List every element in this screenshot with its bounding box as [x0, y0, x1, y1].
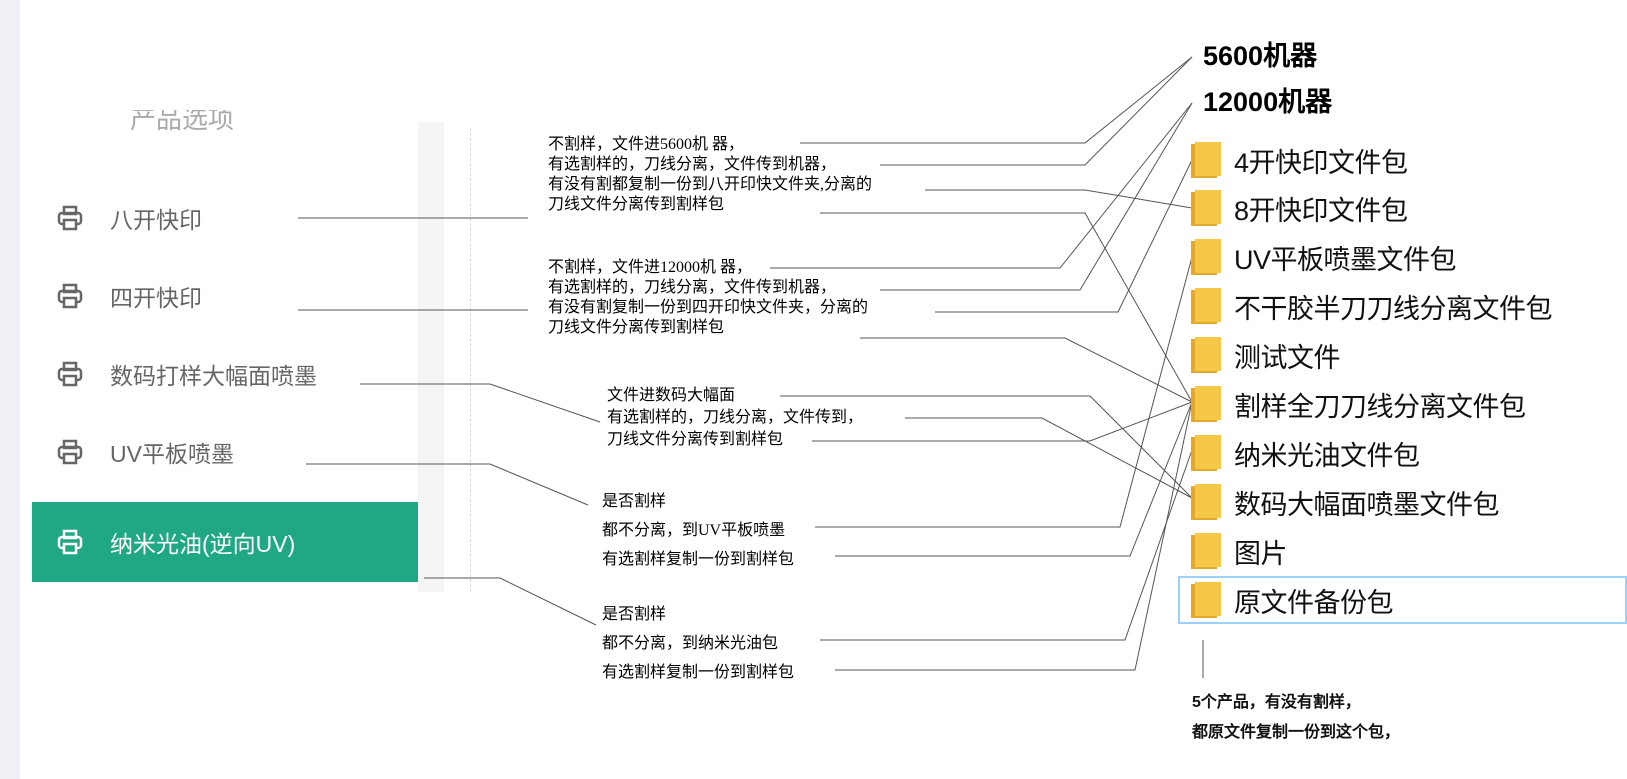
note-line: 都不分离，到UV平板喷墨	[602, 522, 786, 539]
connector-line	[880, 56, 1193, 166]
note-line: 不割样，文件进12000机 器，	[548, 259, 753, 276]
folder-icon	[1191, 142, 1221, 178]
folder-icon	[1191, 533, 1221, 569]
folder-icon	[1191, 337, 1221, 373]
menu-item-uv-flatbed[interactable]: UV平板喷墨	[32, 412, 418, 492]
note-line: 有选割样复制一份到割样包	[602, 551, 795, 568]
folder-name: 纳米光油文件包	[1234, 440, 1420, 471]
connector-line	[905, 417, 1193, 499]
folder-name: 8开快印文件包	[1234, 195, 1408, 226]
backup-note: 都原文件复制一份到这个包，	[1192, 724, 1401, 741]
menu-item-four-quick-print[interactable]: 四开快印	[32, 256, 418, 336]
note-nano-varnish: 是否割样 都不分离，到纳米光油包 有选割样复制一份到割样包	[602, 600, 794, 687]
menu-item-digital-wide-format[interactable]: 数码打样大幅面喷墨	[32, 334, 418, 414]
connector-line	[812, 401, 1193, 442]
menu-item-label: 八开快印	[110, 207, 202, 233]
folder-name: 图片	[1234, 538, 1288, 569]
folder-name: 原文件备份包	[1234, 587, 1394, 618]
folder-name: 测试文件	[1234, 342, 1341, 373]
menu-divider	[470, 128, 471, 592]
connector-line	[835, 401, 1193, 671]
folder-item[interactable]: 4开快印文件包	[1190, 138, 1408, 182]
printer-icon	[56, 528, 84, 556]
folder-name: 不干胶半刀刀线分离文件包	[1234, 293, 1553, 324]
folder-item[interactable]: UV平板喷墨文件包	[1190, 235, 1457, 279]
printer-icon	[56, 282, 84, 310]
note-line: 有没有割都复制一份到八开印快文件夹,分离的	[548, 176, 873, 193]
menu-item-label: 数码打样大幅面喷墨	[110, 363, 317, 389]
machine-12000: 12000机器	[1203, 87, 1333, 117]
menu-scrollbar[interactable]	[418, 122, 444, 592]
folder-item[interactable]: 测试文件	[1190, 333, 1341, 377]
connector-line	[424, 577, 597, 626]
note-uv-flatbed: 是否割样 都不分离，到UV平板喷墨 有选割样复制一份到割样包	[602, 487, 794, 574]
note-line: 有没有割复制一份到四开印快文件夹，分离的	[548, 299, 869, 316]
printer-icon	[56, 360, 84, 388]
note-eight-quick-print: 不割样，文件进5600机 器， 有选割样的，刀线分离，文件传到机器， 有没有割都…	[548, 135, 872, 215]
folder-name: 割样全刀刀线分离文件包	[1234, 391, 1526, 422]
note-line: 刀线文件分离传到割样包	[548, 319, 725, 336]
folder-item[interactable]: 数码大幅面喷墨文件包	[1190, 480, 1500, 524]
folder-item[interactable]: 不干胶半刀刀线分离文件包	[1190, 284, 1553, 328]
window-edge	[0, 0, 20, 779]
connector-line	[835, 401, 1193, 557]
note-line: 刀线文件分离传到割样包	[548, 196, 725, 213]
menu-item-label: 纳米光油(逆向UV)	[110, 531, 296, 557]
connector-line	[820, 212, 1193, 403]
printer-icon	[56, 204, 84, 232]
note-line: 不割样，文件进5600机 器，	[548, 136, 745, 153]
machine-5600: 5600机器	[1203, 41, 1318, 71]
menu-item-nano-varnish[interactable]: 纳米光油(逆向UV)	[32, 502, 418, 582]
folder-icon	[1191, 435, 1221, 471]
menu-item-eight-quick-print[interactable]: 八开快印	[32, 178, 418, 258]
folder-name: UV平板喷墨文件包	[1234, 244, 1457, 275]
note-line: 有选割样的，刀线分离，文件传到，	[607, 409, 864, 426]
connector-line	[800, 56, 1193, 144]
folder-name: 数码大幅面喷墨文件包	[1234, 489, 1500, 520]
note-line: 文件进数码大幅面	[607, 387, 736, 404]
connector-line	[770, 102, 1193, 269]
connector-line	[925, 189, 1193, 209]
folder-icon	[1191, 582, 1221, 618]
note-line: 有选割样的，刀线分离，文件传到机器，	[548, 156, 837, 173]
folder-icon	[1191, 288, 1221, 324]
connector-line	[880, 102, 1193, 291]
note-four-quick-print: 不割样，文件进12000机 器， 有选割样的，刀线分离，文件传到机器， 有没有割…	[548, 258, 868, 338]
note-line: 都不分离，到纳米光油包	[602, 635, 779, 652]
folder-icon	[1191, 484, 1221, 520]
menu-item-label: UV平板喷墨	[110, 441, 234, 467]
folder-item-selected[interactable]: 原文件备份包	[1178, 576, 1627, 624]
folder-name: 4开快印文件包	[1234, 147, 1408, 178]
connector-line	[860, 337, 1193, 403]
note-digital-wide-format: 文件进数码大幅面 有选割样的，刀线分离，文件传到， 刀线文件分离传到割样包	[607, 385, 863, 451]
connector-line	[935, 159, 1193, 313]
menu-item-cut-off: 产品选项	[130, 110, 235, 132]
connector-line	[820, 449, 1193, 641]
connector-line	[815, 256, 1193, 528]
folder-item[interactable]: 图片	[1190, 529, 1288, 573]
folder-icon	[1191, 386, 1221, 422]
connector-line	[780, 395, 1193, 499]
folder-icon	[1191, 190, 1221, 226]
backup-note: 5个产品，有没有割样，	[1192, 694, 1361, 711]
folder-item[interactable]: 8开快印文件包	[1190, 186, 1408, 230]
printer-icon	[56, 438, 84, 466]
folder-item[interactable]: 割样全刀刀线分离文件包	[1190, 382, 1526, 426]
folder-item[interactable]: 纳米光油文件包	[1190, 431, 1420, 475]
note-line: 是否割样	[602, 493, 667, 510]
note-line: 刀线文件分离传到割样包	[607, 431, 784, 448]
connector-line	[306, 463, 589, 506]
note-line: 是否割样	[602, 606, 667, 623]
menu-item-label: 四开快印	[110, 285, 202, 311]
note-line: 有选割样复制一份到割样包	[602, 664, 795, 681]
connector-line	[360, 383, 601, 423]
folder-icon	[1191, 239, 1221, 275]
note-line: 有选割样的，刀线分离，文件传到机器，	[548, 279, 837, 296]
